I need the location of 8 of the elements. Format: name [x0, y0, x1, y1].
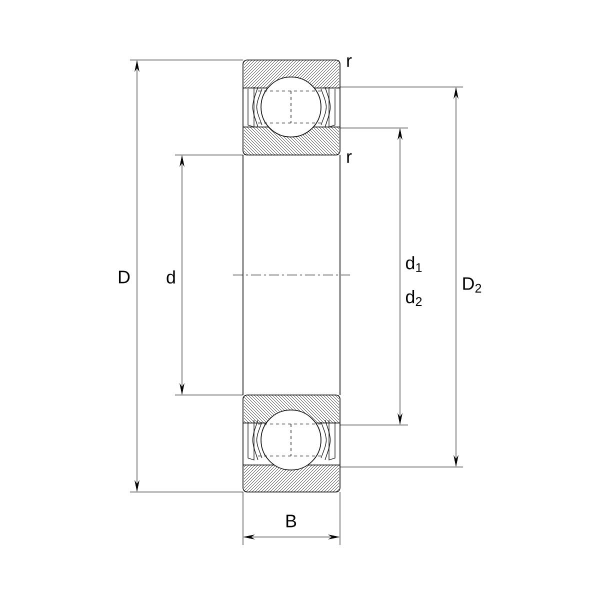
dimension-label: B: [286, 514, 296, 528]
dimension-label: d: [166, 270, 175, 284]
dimension-label: r: [347, 57, 352, 67]
dimension-label: D$_{2}$: [463, 277, 482, 293]
dimension-label: r: [347, 153, 352, 163]
dimension-label: d$_{2}$: [406, 290, 422, 306]
dimension-label: D: [118, 270, 130, 284]
dimension-label: d$_{1}$: [406, 256, 422, 272]
